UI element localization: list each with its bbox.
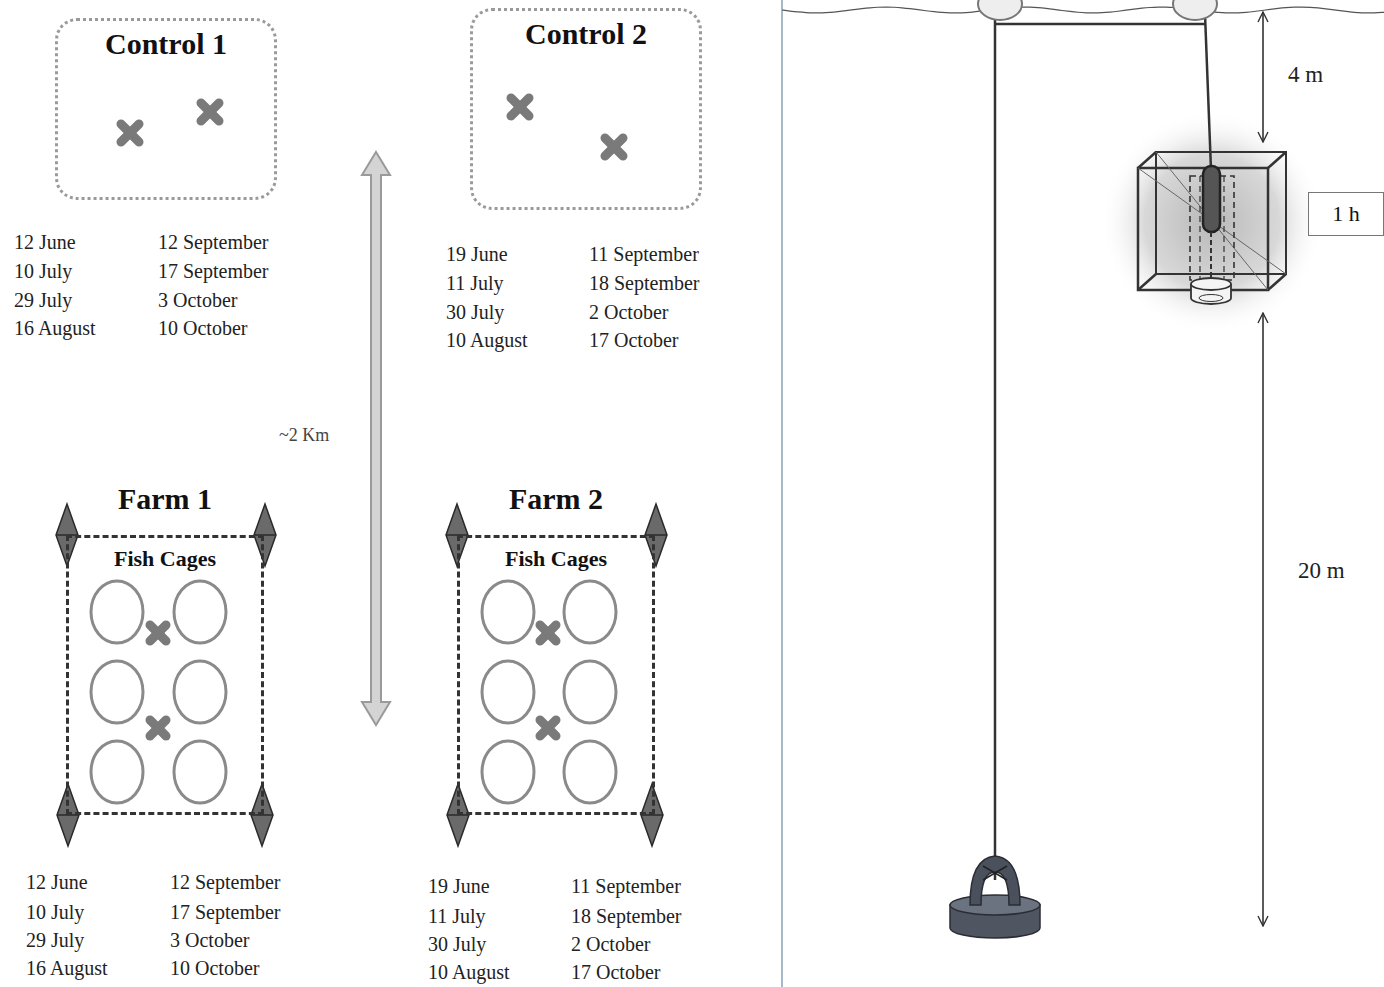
sampling-date: 10 August [446, 328, 528, 352]
trap-glow [1100, 110, 1324, 334]
sampling-date: 2 October [571, 932, 650, 956]
sampling-date: 17 September [170, 900, 281, 924]
sampling-date: 10 October [158, 316, 247, 340]
sampling-date: 18 September [571, 904, 682, 928]
trap-line [1205, 14, 1211, 170]
sampling-date: 10 July [14, 259, 72, 283]
dimension-arrows [1262, 12, 1264, 926]
depth-label: 4 m [1288, 63, 1323, 87]
sampling-date: 29 July [26, 928, 84, 952]
sampling-date: 3 October [170, 928, 249, 952]
sampling-date: 17 October [589, 328, 678, 352]
distance-label: ~2 Km [279, 423, 329, 447]
sampling-date: 19 June [428, 874, 490, 898]
sampling-date: 18 September [589, 271, 700, 295]
sampling-date: 12 September [170, 870, 281, 894]
control-region: Control 1 [55, 18, 277, 200]
duration-box: 1 h [1308, 192, 1384, 236]
sampling-date: 12 June [14, 230, 76, 254]
sampling-date: 10 October [170, 956, 259, 980]
station-marks [121, 98, 623, 736]
sampling-date: 12 September [158, 230, 269, 254]
sampling-date: 2 October [589, 300, 668, 324]
fish-cages [91, 581, 616, 803]
light-trap [1138, 152, 1286, 304]
farm-title: Farm 2 [460, 482, 652, 516]
surface-line [995, 23, 1205, 26]
sampling-date: 29 July [14, 288, 72, 312]
distance-arrow [362, 152, 390, 725]
sampling-date: 11 July [428, 904, 486, 928]
sampling-date: 10 July [26, 900, 84, 924]
sampling-date: 17 September [158, 259, 269, 283]
sampling-date: 12 June [26, 870, 88, 894]
cage-label: Fish Cages [460, 546, 652, 572]
sampling-date: 30 July [428, 932, 486, 956]
sampling-date: 16 August [26, 956, 108, 980]
sampling-date: 11 September [589, 242, 699, 266]
region-title: Control 1 [58, 27, 274, 61]
anchor-weight [950, 856, 1040, 938]
depth-label: 20 m [1298, 559, 1345, 583]
sampling-date: 3 October [158, 288, 237, 312]
sampling-date: 30 July [446, 300, 504, 324]
sampling-date: 17 October [571, 960, 660, 984]
sampling-date: 11 September [571, 874, 681, 898]
corner-markers [56, 504, 667, 846]
mooring-line [994, 14, 997, 880]
farm-title: Farm 1 [69, 482, 261, 516]
sampling-date: 16 August [14, 316, 96, 340]
sampling-date: 10 August [428, 960, 510, 984]
cage-label: Fish Cages [69, 546, 261, 572]
region-title: Control 2 [473, 17, 699, 51]
duration-label: 1 h [1309, 201, 1383, 227]
sampling-date: 11 July [446, 271, 504, 295]
panel-divider [781, 0, 783, 987]
farm-boundary: Farm 2Fish Cages [457, 535, 655, 815]
farm-boundary: Farm 1Fish Cages [66, 535, 264, 815]
sea-surface [782, 7, 1384, 13]
sampling-date: 19 June [446, 242, 508, 266]
control-region: Control 2 [470, 8, 702, 210]
surface-buoys [978, 0, 1217, 20]
